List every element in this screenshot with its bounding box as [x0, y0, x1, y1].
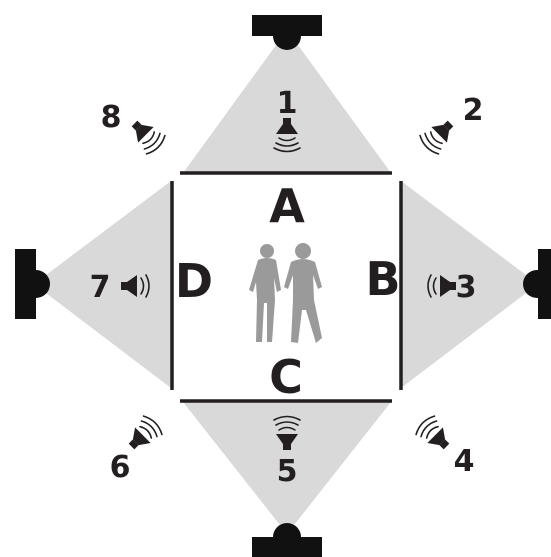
speaker-label-5: 5 [277, 454, 298, 489]
wall-label-d: D [175, 254, 213, 308]
speaker-label-2: 2 [463, 93, 484, 128]
speaker-label-3: 3 [456, 270, 477, 305]
speaker-label-7: 7 [90, 270, 111, 305]
wall-label-c: C [269, 350, 303, 404]
wall-label-a: A [269, 179, 305, 233]
projector-icon [523, 249, 551, 319]
people-silhouette-icon [249, 243, 322, 343]
speaker-label-1: 1 [277, 86, 298, 121]
speaker-icon [418, 114, 460, 156]
wall-label-b: B [365, 252, 400, 306]
projector-icon [252, 523, 322, 557]
speaker-icon [125, 114, 167, 156]
speaker-icon [414, 414, 456, 456]
speaker-label-4: 4 [454, 444, 475, 479]
speaker-label-8: 8 [101, 100, 122, 135]
projector-icon [252, 15, 322, 50]
projector-icon [15, 249, 50, 319]
speaker-label-6: 6 [110, 450, 131, 485]
